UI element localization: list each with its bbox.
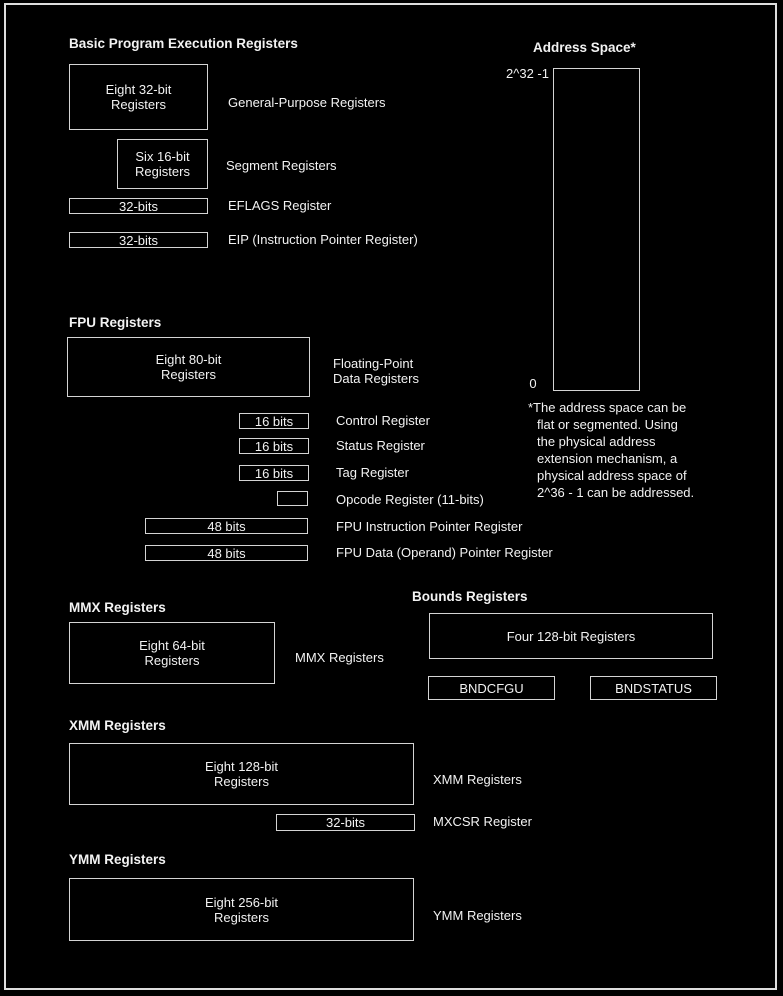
mmx-box-line1: Eight 64-bit bbox=[139, 638, 205, 653]
gpr-box-line2: Registers bbox=[111, 97, 166, 112]
ymm-heading: YMM Registers bbox=[69, 852, 166, 867]
xmm-heading: XMM Registers bbox=[69, 718, 166, 733]
mxcsr-label: MXCSR Register bbox=[433, 814, 532, 829]
gpr-label: General-Purpose Registers bbox=[228, 95, 386, 110]
gpr-box-line1: Eight 32-bit bbox=[105, 82, 172, 97]
segment-label: Segment Registers bbox=[226, 158, 337, 173]
xmm-box-line2: Registers bbox=[214, 774, 269, 789]
eflags-box: 32-bits bbox=[69, 198, 208, 214]
note-line: physical address space of bbox=[537, 468, 687, 483]
eip-label: EIP (Instruction Pointer Register) bbox=[228, 232, 418, 247]
mxcsr-box: 32-bits bbox=[276, 814, 415, 831]
note-line: 2^36 - 1 can be addressed. bbox=[537, 485, 695, 500]
fpu-data-label-line2: Data Registers bbox=[333, 371, 419, 386]
segment-box-line1: Six 16-bit bbox=[135, 149, 190, 164]
fpu-data-pointer-box: 48 bits bbox=[145, 545, 308, 561]
fpu-tag-label: Tag Register bbox=[336, 465, 409, 480]
address-space-top-label: 2^32 -1 bbox=[506, 66, 549, 81]
diagram-border bbox=[4, 3, 777, 990]
xmm-box: Eight 128-bit Registers bbox=[69, 743, 414, 805]
segment-box: Six 16-bit Registers bbox=[117, 139, 208, 189]
ymm-box-line1: Eight 256-bit bbox=[205, 894, 278, 910]
segment-box-line2: Registers bbox=[135, 164, 190, 179]
fpu-data-box-line2: Registers bbox=[161, 367, 216, 382]
fpu-data-label: Floating-Point Data Registers bbox=[333, 356, 419, 386]
note-line: extension mechanism, a bbox=[537, 451, 678, 466]
bndcfgu-box: BNDCFGU bbox=[428, 676, 555, 700]
ymm-label: YMM Registers bbox=[433, 908, 522, 923]
fpu-data-pointer-label: FPU Data (Operand) Pointer Register bbox=[336, 545, 553, 560]
mmx-box-line2: Registers bbox=[144, 653, 200, 668]
bounds-box: Four 128-bit Registers bbox=[429, 613, 713, 659]
fpu-data-box-line1: Eight 80-bit bbox=[155, 352, 222, 367]
note-line: *The address space can be bbox=[528, 400, 687, 415]
fpu-status-box: 16 bits bbox=[239, 438, 309, 454]
mmx-heading: MMX Registers bbox=[69, 600, 166, 615]
note-line: the physical address bbox=[537, 434, 656, 449]
address-space-bottom-label: 0 bbox=[529, 376, 537, 391]
xmm-label: XMM Registers bbox=[433, 772, 522, 787]
fpu-control-label: Control Register bbox=[336, 413, 430, 428]
fpu-instruction-pointer-label: FPU Instruction Pointer Register bbox=[336, 519, 523, 534]
eflags-label: EFLAGS Register bbox=[228, 198, 332, 213]
bndstatus-box: BNDSTATUS bbox=[590, 676, 717, 700]
address-space-note: *The address space can be flat or segmen… bbox=[528, 399, 718, 501]
fpu-instruction-pointer-box: 48 bits bbox=[145, 518, 308, 534]
fpu-data-label-line1: Floating-Point bbox=[333, 356, 414, 371]
gpr-box: Eight 32-bit Registers bbox=[69, 64, 208, 130]
ymm-box-line2: Registers bbox=[214, 909, 269, 925]
fpu-opcode-label: Opcode Register (11-bits) bbox=[336, 492, 484, 507]
bounds-heading: Bounds Registers bbox=[412, 589, 528, 604]
fpu-tag-box: 16 bits bbox=[239, 465, 309, 481]
xmm-box-line1: Eight 128-bit bbox=[205, 759, 278, 774]
ymm-box: Eight 256-bit Registers bbox=[69, 878, 414, 941]
fpu-heading: FPU Registers bbox=[69, 315, 162, 330]
fpu-status-label: Status Register bbox=[336, 438, 425, 453]
note-line: flat or segmented. Using bbox=[537, 417, 678, 432]
address-space-box bbox=[553, 68, 640, 391]
address-space-heading: Address Space* bbox=[533, 40, 636, 55]
fpu-data-box: Eight 80-bit Registers bbox=[67, 337, 310, 397]
mmx-label: MMX Registers bbox=[295, 650, 384, 665]
fpu-control-box: 16 bits bbox=[239, 413, 309, 429]
basic-heading: Basic Program Execution Registers bbox=[69, 36, 298, 51]
fpu-opcode-box bbox=[277, 491, 308, 506]
mmx-box: Eight 64-bit Registers bbox=[69, 622, 275, 684]
eip-box: 32-bits bbox=[69, 232, 208, 248]
